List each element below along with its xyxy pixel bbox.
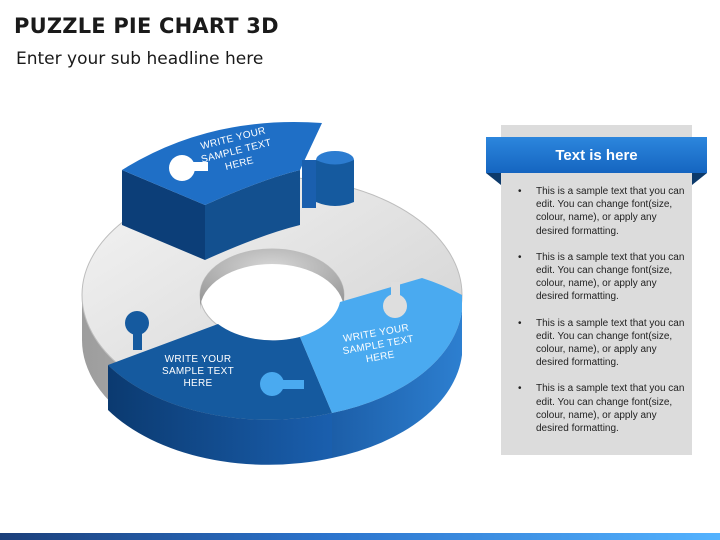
bullet-list: • This is a sample text that you can edit… [515,185,685,448]
bullet-item-3: • This is a sample text that you can edit… [515,317,685,370]
segment-bl-label-line-3: HERE [184,378,213,389]
segment-bl-label-line-1: WRITE YOUR [165,354,232,365]
bullet-dot: • [518,317,522,329]
panel-header-fold-left [486,173,501,185]
bullet-text: This is a sample text that you can edit.… [536,383,685,435]
bullet-item-1: • This is a sample text that you can edit… [515,185,685,238]
ring-side-dark-blue [108,365,332,465]
puzzle-knob-bl-1 [125,311,149,335]
segment-bottom-left [108,324,332,420]
puzzle-knob-bl-1-neck [133,328,142,350]
bullet-dot: • [518,186,522,197]
segment-top-raised [122,121,322,205]
segment-bottom-left-label: WRITE YOUR SAMPLE TEXT HERE [162,354,234,389]
segment-right [300,278,462,413]
slide-subtitle: Enter your sub headline here [16,49,264,69]
panel-header: Text is here [486,137,707,173]
bullet-text: This is a sample text that you can edit.… [536,186,685,237]
puzzle-knob-r-1-neck [280,380,304,389]
puzzle-knob-r-2-neck [391,282,400,306]
puzzle-knob-top-side [316,160,354,206]
bullet-text: This is a sample text that you can edit.… [536,317,685,369]
bullet-dot: • [518,251,522,263]
segment-top-side [122,170,205,260]
text-panel [501,125,692,455]
bullet-dot: • [518,383,522,395]
puzzle-notch-top-neck [180,162,208,171]
segment-bl-label-line-2: SAMPLE TEXT [162,366,234,377]
bullet-item-2: • This is a sample text that you can edit… [515,251,685,304]
segment-top-front [205,170,300,260]
puzzle-pie-diagram: WRITE YOUR SAMPLE TEXT HERE WRITE YOUR S… [81,121,463,465]
segment-r-label-line-3: HERE [365,349,395,365]
puzzle-knob-top-stem [302,160,316,208]
ring-hole [200,249,344,310]
bullet-item-4: • This is a sample text that you can edit… [515,382,685,435]
panel-header-fold-right [692,173,707,185]
puzzle-knob-r-1 [260,372,284,396]
ring-side-light-blue [332,310,462,458]
bottom-accent-bar [0,533,720,540]
bullet-text: This is a sample text that you can edit.… [536,251,685,303]
slide-title: PUZZLE PIE CHART 3D [14,14,279,38]
